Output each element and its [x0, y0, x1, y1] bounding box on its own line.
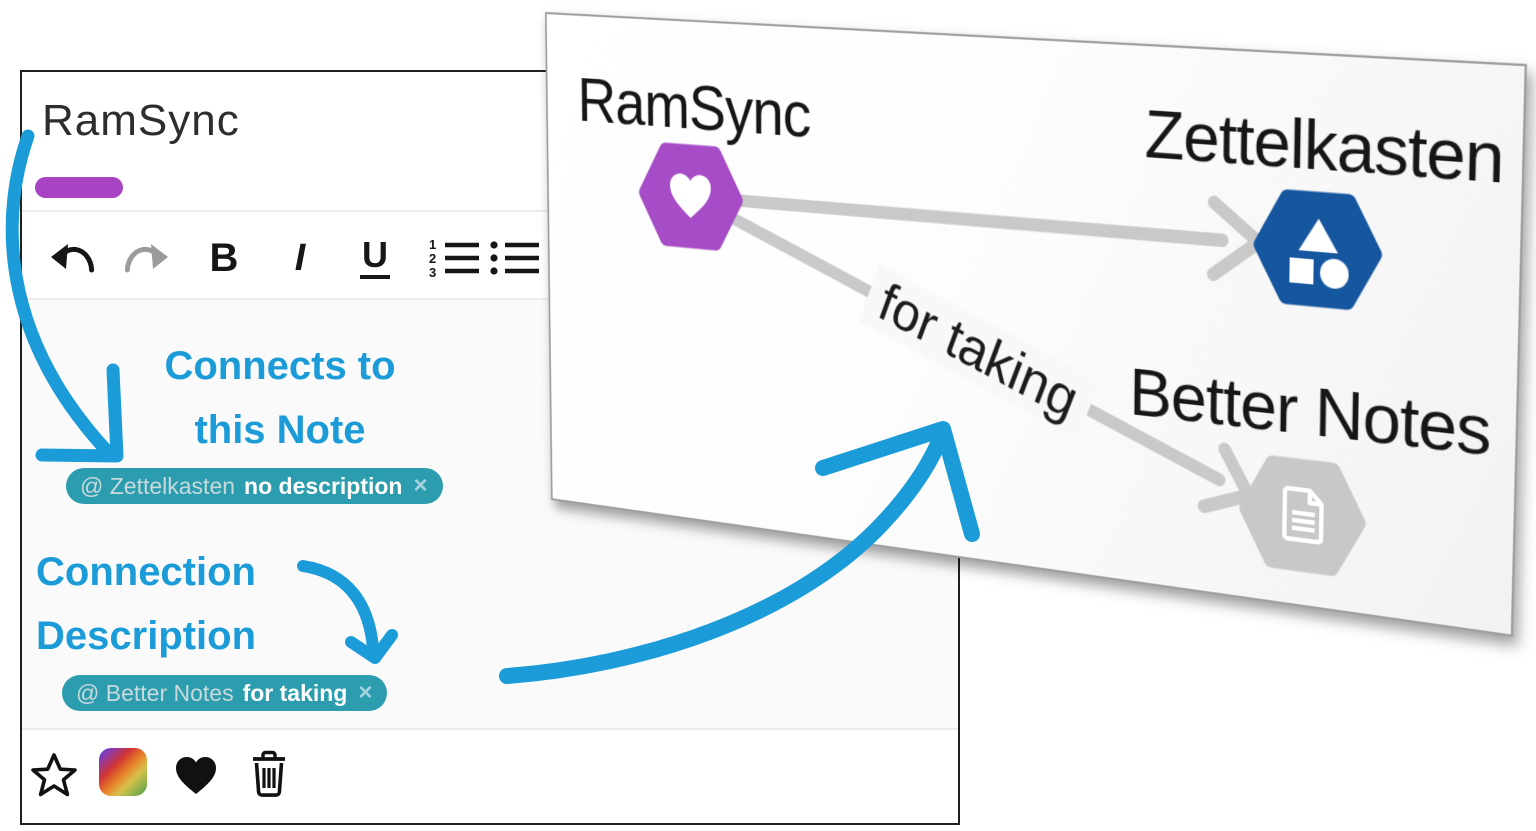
favorite-button[interactable] [30, 752, 78, 798]
undo-button[interactable] [43, 232, 101, 284]
delete-button[interactable] [250, 750, 288, 798]
chip-target-label: @ Better Notes [76, 679, 234, 706]
heart-icon [172, 754, 220, 798]
bold-button[interactable]: B [195, 232, 253, 284]
chip-description-label: for taking [242, 679, 348, 706]
bullet-list-button[interactable] [486, 232, 544, 284]
color-picker-button[interactable] [99, 748, 147, 796]
underline-button[interactable]: U [346, 232, 404, 284]
svg-text:1: 1 [429, 237, 436, 252]
connection-chip[interactable]: @ Better Notes for taking × [62, 675, 388, 711]
undo-icon [49, 241, 95, 275]
bullet-list-icon [488, 237, 542, 279]
redo-button[interactable] [118, 232, 176, 284]
heart-button[interactable] [172, 754, 220, 798]
ordered-list-button[interactable]: 1 2 3 [426, 232, 484, 284]
chip-description-label: no description [244, 472, 403, 499]
node-zettelkasten[interactable] [1252, 186, 1383, 313]
svg-text:2: 2 [429, 251, 436, 266]
ordered-list-icon: 1 2 3 [428, 237, 482, 279]
remove-connection-icon[interactable]: × [358, 679, 373, 706]
connection-chip[interactable]: @ Zettelkasten no description × [66, 468, 443, 504]
divider [22, 298, 958, 300]
redo-icon [124, 241, 170, 275]
divider [22, 210, 958, 212]
annotation-description: Connection Description [36, 550, 257, 658]
node-betternotes[interactable] [1238, 451, 1367, 581]
graph-panel: for taking RamSync Zettelkasten Better N… [545, 12, 1528, 637]
remove-connection-icon[interactable]: × [413, 472, 428, 499]
svg-text:3: 3 [429, 265, 436, 279]
node-ramsync[interactable] [638, 140, 743, 254]
star-icon [30, 752, 78, 798]
divider [22, 728, 958, 730]
italic-button[interactable]: I [271, 232, 329, 284]
trash-icon [250, 750, 288, 798]
annotation-connects: Connects to this Note [164, 344, 396, 452]
note-color-bar [35, 177, 123, 198]
color-swatch-icon [99, 748, 147, 796]
note-title-input[interactable]: RamSync [42, 96, 240, 145]
chip-target-label: @ Zettelkasten [80, 472, 236, 499]
